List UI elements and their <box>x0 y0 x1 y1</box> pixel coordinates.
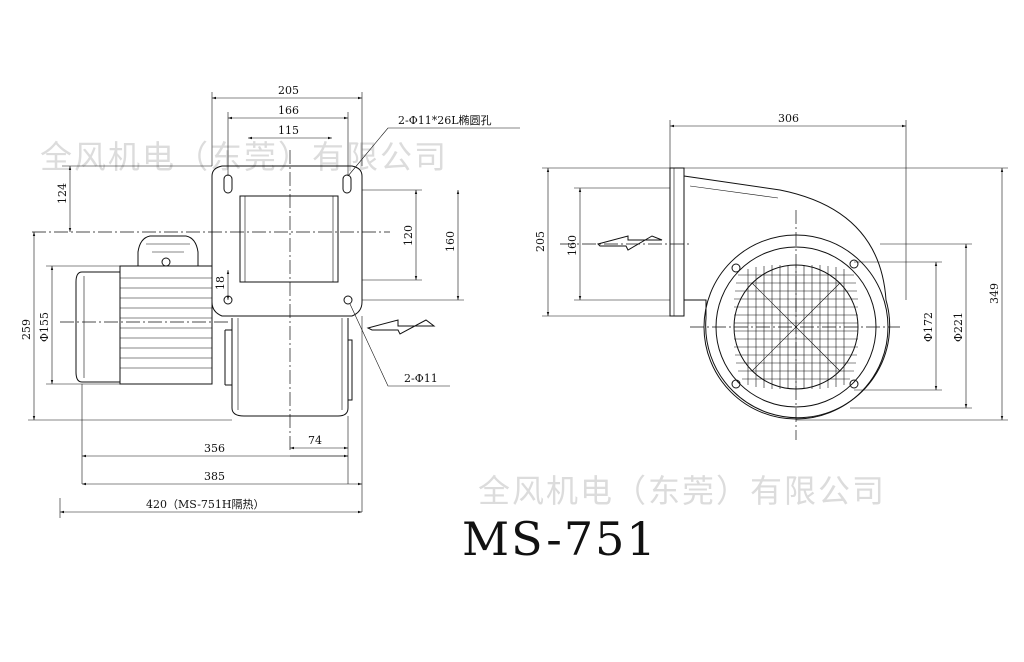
dim-356: 356 <box>204 442 225 455</box>
dim-74: 74 <box>308 434 322 447</box>
outlet-flange <box>669 167 685 317</box>
dim-259: 259 <box>20 319 33 340</box>
inlet-ring-outer <box>703 234 889 420</box>
hole-right <box>343 295 353 305</box>
terminal-box <box>137 235 199 266</box>
dim-124: 124 <box>56 183 69 204</box>
dim-side-205: 205 <box>534 231 547 252</box>
inlet-grid <box>734 265 858 389</box>
dim-115: 115 <box>278 124 299 137</box>
label-holes: 2-Φ11 <box>404 372 438 385</box>
motor-body <box>119 265 213 385</box>
motor-end-cap <box>75 271 121 383</box>
airflow-arrow <box>366 319 436 335</box>
dim-side-160: 160 <box>566 235 579 256</box>
dim-420: 420（MS-751H隔热） <box>146 498 265 511</box>
dim-306: 306 <box>778 112 799 125</box>
flange-plate <box>211 165 363 317</box>
front-view: 205 166 115 124 120 160 18 Φ155 259 356 … <box>20 84 520 518</box>
dim-160: 160 <box>444 231 457 252</box>
watermark-top: 全风机电（东莞）有限公司 <box>40 138 449 176</box>
dim-120: 120 <box>402 225 415 246</box>
dim-18: 18 <box>214 276 227 290</box>
model-title: MS-751 <box>462 512 658 566</box>
outlet-opening <box>239 195 339 283</box>
watermark-bottom: 全风机电（东莞）有限公司 <box>478 472 887 510</box>
dim-phi172: Φ172 <box>922 312 935 342</box>
dim-205: 205 <box>278 84 299 97</box>
slot-right <box>342 174 352 194</box>
volute-housing <box>683 175 891 419</box>
housing-body <box>231 318 349 417</box>
dim-phi221: Φ221 <box>952 312 965 342</box>
side-view: 306 205 160 Φ172 Φ221 349 <box>534 112 1008 440</box>
slot-left <box>223 174 233 194</box>
dim-phi155: Φ155 <box>38 312 51 342</box>
dim-385: 385 <box>204 470 225 483</box>
label-slot-holes: 2-Φ11*26L椭圆孔 <box>398 113 492 127</box>
side-airflow-arrow <box>597 235 663 251</box>
dim-166: 166 <box>278 104 299 117</box>
dim-349: 349 <box>988 283 1001 304</box>
